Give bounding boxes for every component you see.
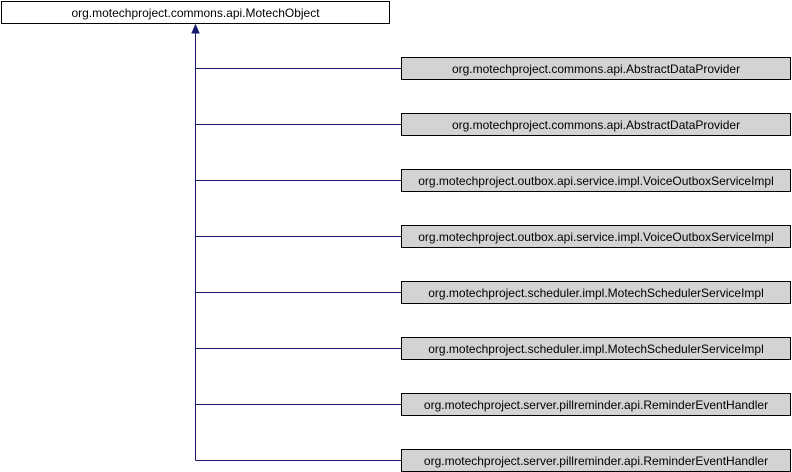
child-class-node-3[interactable]: org.motechproject.outbox.api.service.imp…: [401, 169, 791, 192]
child-class-label-1: org.motechproject.commons.api.AbstractDa…: [451, 61, 741, 76]
child-class-label-6: org.motechproject.scheduler.impl.MotechS…: [428, 341, 764, 356]
child-class-node-7[interactable]: org.motechproject.server.pillreminder.ap…: [401, 393, 791, 416]
child-class-node-8[interactable]: org.motechproject.server.pillreminder.ap…: [401, 449, 791, 472]
child-class-label-2: org.motechproject.commons.api.AbstractDa…: [451, 117, 741, 132]
child-class-label-8: org.motechproject.server.pillreminder.ap…: [423, 453, 769, 468]
child-class-node-1[interactable]: org.motechproject.commons.api.AbstractDa…: [401, 57, 791, 80]
root-class-node[interactable]: org.motechproject.commons.api.MotechObje…: [1, 1, 390, 24]
child-class-label-7: org.motechproject.server.pillreminder.ap…: [423, 397, 769, 412]
child-class-node-6[interactable]: org.motechproject.scheduler.impl.MotechS…: [401, 337, 791, 360]
child-class-label-3: org.motechproject.outbox.api.service.imp…: [418, 173, 774, 188]
child-class-label-5: org.motechproject.scheduler.impl.MotechS…: [428, 285, 764, 300]
child-class-node-2[interactable]: org.motechproject.commons.api.AbstractDa…: [401, 113, 791, 136]
inheritance-arrowhead: [191, 23, 200, 34]
child-class-node-5[interactable]: org.motechproject.scheduler.impl.MotechS…: [401, 281, 791, 304]
child-class-node-4[interactable]: org.motechproject.outbox.api.service.imp…: [401, 225, 791, 248]
root-class-label: org.motechproject.commons.api.MotechObje…: [71, 5, 320, 20]
child-class-label-4: org.motechproject.outbox.api.service.imp…: [418, 229, 774, 244]
